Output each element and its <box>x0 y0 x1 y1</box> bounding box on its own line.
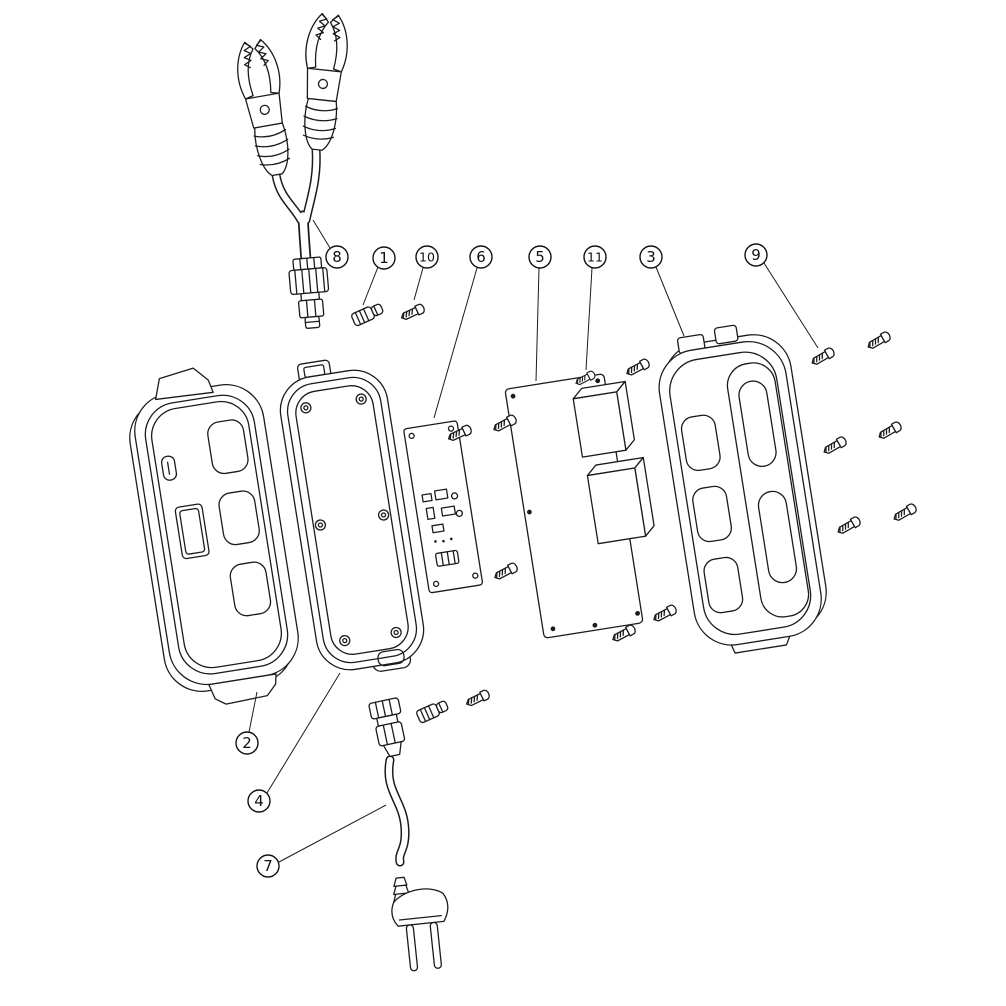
leader-line <box>585 267 593 371</box>
leader-line <box>362 266 379 306</box>
screw <box>809 345 837 368</box>
callout-3: 3 <box>639 245 663 269</box>
screw <box>835 514 863 537</box>
callout-7: 7 <box>256 854 280 878</box>
svg-text:10: 10 <box>419 250 435 265</box>
svg-text:9: 9 <box>751 246 761 264</box>
callout-2: 2 <box>235 731 259 755</box>
svg-text:1: 1 <box>379 249 389 267</box>
callouts: 8 1 10 6 5 11 3 9 <box>235 243 768 878</box>
alligator-clip <box>295 11 352 153</box>
gasket-frame <box>279 359 425 672</box>
svg-text:11: 11 <box>587 250 603 265</box>
callout-1: 1 <box>372 246 396 270</box>
screw <box>865 329 893 352</box>
svg-text:5: 5 <box>535 248 545 266</box>
leader-line <box>655 266 685 337</box>
callout-6: 6 <box>469 245 493 269</box>
leader-line <box>413 267 424 301</box>
barrel-connector <box>415 698 450 725</box>
screw <box>623 357 652 379</box>
leader-line <box>535 267 540 382</box>
callout-4: 4 <box>247 789 271 813</box>
screw <box>398 302 427 323</box>
small-pcb <box>403 420 484 594</box>
battery-clamps <box>231 11 352 266</box>
power-plug-assembly <box>368 697 449 972</box>
svg-text:2: 2 <box>242 734 252 752</box>
leader-line <box>312 219 331 249</box>
callout-10: 10 <box>415 245 439 269</box>
leader-line <box>248 691 258 733</box>
leader-line <box>763 262 819 349</box>
screw <box>821 434 849 457</box>
callout-9: 9 <box>744 243 768 267</box>
svg-text:8: 8 <box>332 248 342 266</box>
screw <box>891 501 919 524</box>
left-housing <box>129 367 299 705</box>
svg-text:4: 4 <box>254 792 264 810</box>
leader-line <box>433 267 478 419</box>
screw <box>650 603 679 625</box>
callout-11: 11 <box>583 245 607 269</box>
callout-5: 5 <box>528 245 552 269</box>
dc-output-connector <box>288 256 330 329</box>
alligator-clip <box>231 36 297 180</box>
main-board-plate <box>504 373 655 639</box>
screw <box>876 419 904 442</box>
svg-text:6: 6 <box>476 248 486 266</box>
barrel-connector <box>350 301 385 328</box>
leader-line <box>278 804 387 863</box>
leader-lines <box>248 219 819 863</box>
parts-layer <box>129 11 919 972</box>
svg-text:3: 3 <box>646 248 656 266</box>
callout-8: 8 <box>325 245 349 269</box>
leader-line <box>266 672 341 794</box>
right-housing <box>658 324 827 654</box>
svg-text:7: 7 <box>263 857 273 875</box>
screw <box>491 561 520 583</box>
screw <box>463 688 492 709</box>
